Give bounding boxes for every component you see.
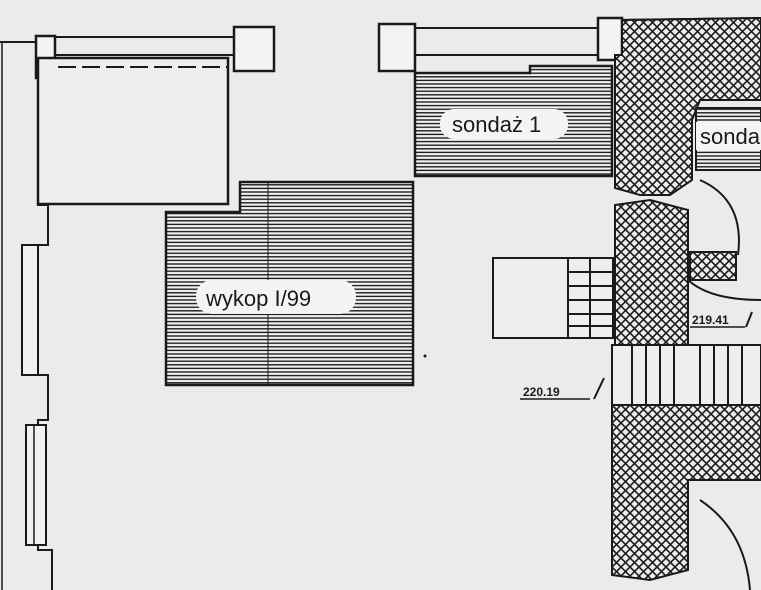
door-swing-middle <box>687 279 761 301</box>
stair-block <box>492 257 614 339</box>
masonry-block-right <box>689 251 737 281</box>
sounding-1-label-background <box>440 109 568 139</box>
sounding-1-label: sondaż 1 <box>452 112 541 137</box>
stairs-right <box>611 344 761 406</box>
box-top-left <box>36 56 230 206</box>
left-niche-lower <box>25 424 47 546</box>
elevation-tick-1 <box>593 377 605 400</box>
elevation-label-1: 220.19 <box>523 385 560 399</box>
excavation-label-background <box>196 280 356 314</box>
masonry-wall-upper <box>614 16 761 196</box>
pillar-top-far-right <box>596 16 624 62</box>
pillar-top-right <box>377 22 417 73</box>
elevation-label-2: 219.41 <box>692 313 729 327</box>
masonry-wall-middle <box>614 198 689 346</box>
elevation-tick-2 <box>745 311 753 328</box>
excavation-label: wykop I/99 <box>205 286 311 311</box>
door-swing-upper <box>699 179 740 256</box>
sounding-2-label: sonda <box>700 124 761 149</box>
masonry-wall-lower <box>611 404 761 582</box>
door-swing-lower <box>699 499 751 590</box>
sounding-2-label-background <box>696 122 761 150</box>
left-niche-upper <box>21 244 39 376</box>
survey-point <box>423 354 427 358</box>
pillar-top-middle <box>232 25 276 73</box>
